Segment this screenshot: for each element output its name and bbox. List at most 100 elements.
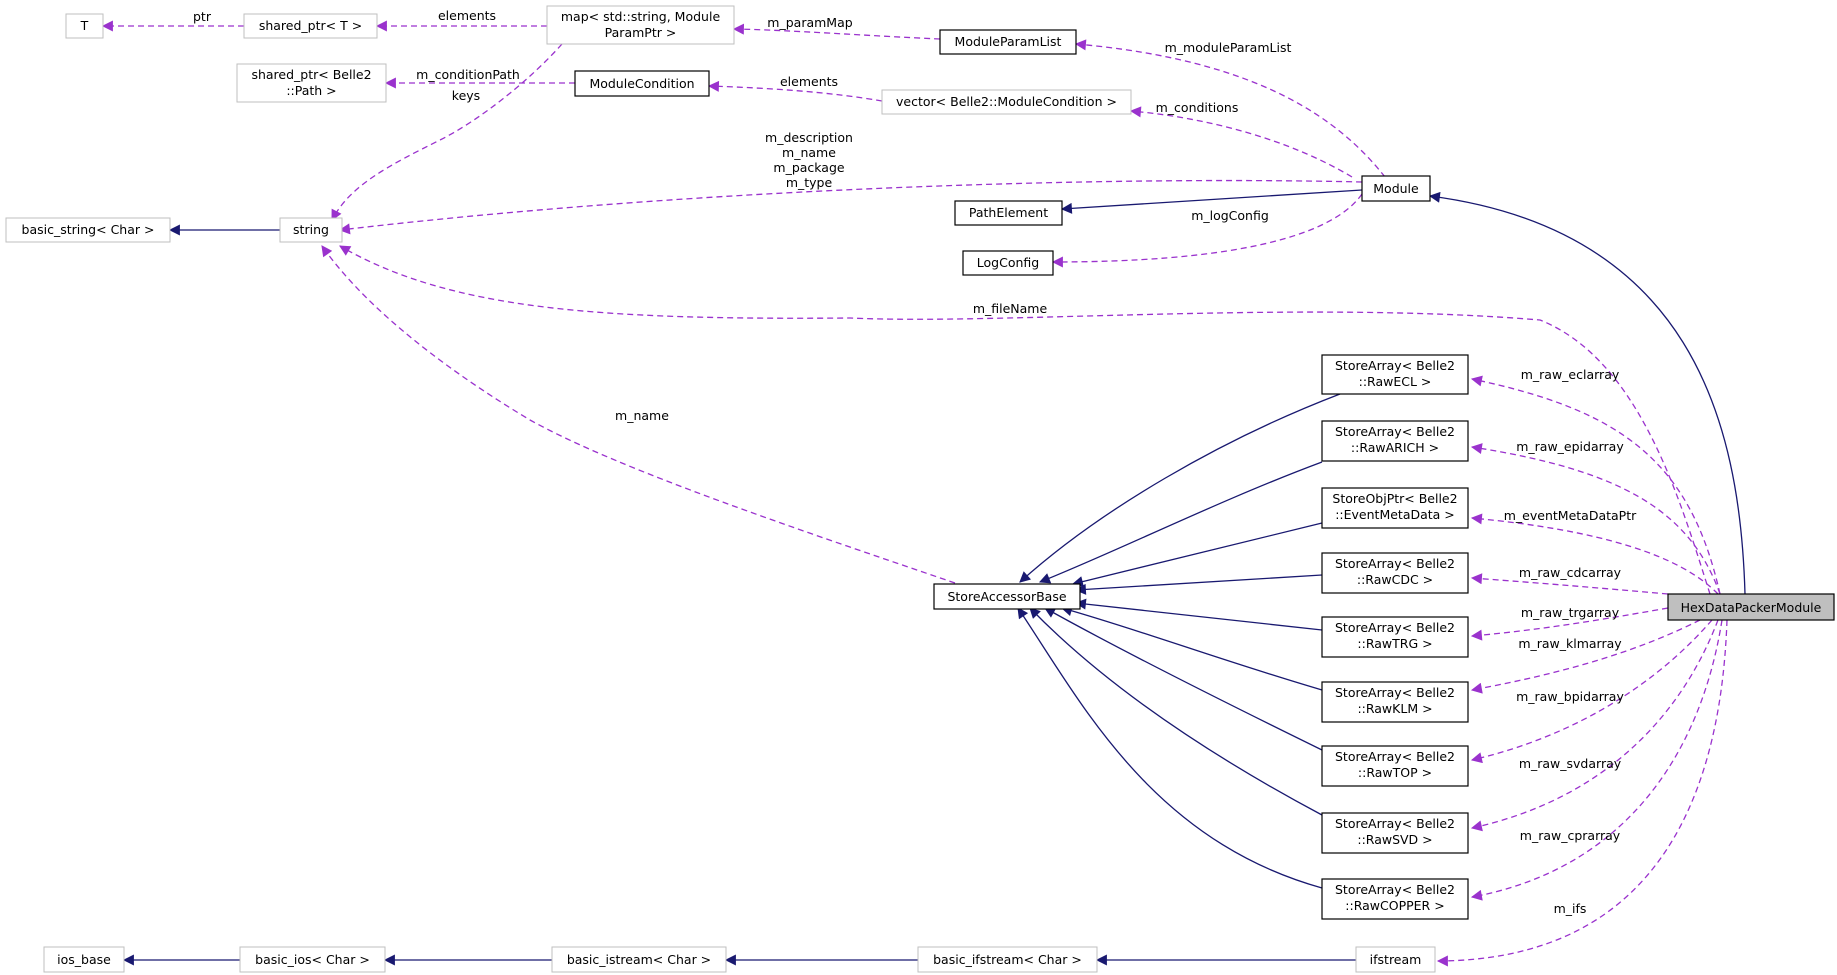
node-rawtop-line1: StoreArray< Belle2	[1335, 749, 1455, 764]
node-hexdatapackermodule-label: HexDataPackerModule	[1681, 600, 1822, 615]
label-m-raw-eclarray: m_raw_eclarray	[1521, 367, 1620, 382]
node-storearray-rawsvd[interactable]: StoreArray< Belle2 ::RawSVD >	[1321, 812, 1469, 854]
node-storearray-rawcdc[interactable]: StoreArray< Belle2 ::RawCDC >	[1321, 552, 1469, 594]
node-T[interactable]: T	[65, 13, 104, 39]
edge-pathelement-module	[1060, 189, 1363, 214]
node-logconfig[interactable]: LogConfig	[962, 250, 1054, 276]
label-keys: keys	[452, 88, 480, 103]
node-ifstream-label: ifstream	[1370, 952, 1422, 967]
label-m-logConfig: m_logConfig	[1191, 208, 1269, 223]
node-rawsvd-line1: StoreArray< Belle2	[1335, 816, 1455, 831]
edge-m-raw-epidarray	[1470, 443, 1721, 595]
label-m-package: m_package	[773, 160, 845, 175]
label-elements-vector: elements	[780, 74, 838, 89]
node-storeaccessorbase[interactable]: StoreAccessorBase	[933, 583, 1081, 610]
label-m-type: m_type	[786, 175, 833, 190]
edge-sab-rawtop	[1044, 607, 1323, 751]
node-module[interactable]: Module	[1361, 175, 1431, 202]
node-eventmeta-line2: ::EventMetaData >	[1335, 507, 1455, 522]
node-rawecl-line1: StoreArray< Belle2	[1335, 358, 1455, 373]
edge-sab-rawcdc	[1074, 574, 1323, 595]
edge-m-raw-eclarray	[1470, 375, 1721, 595]
node-map-label-line1: map< std::string, Module	[561, 9, 721, 24]
node-rawecl-line2: ::RawECL >	[1359, 374, 1432, 389]
edge-keys	[331, 43, 563, 221]
edge-sab-rawarich	[1038, 461, 1323, 584]
edge-m-logConfig	[1051, 193, 1363, 268]
node-vector-modulecondition-label: vector< Belle2::ModuleCondition >	[896, 94, 1117, 109]
node-basic-istream[interactable]: basic_istream< Char >	[551, 946, 727, 973]
node-storearray-rawarich[interactable]: StoreArray< Belle2 ::RawARICH >	[1321, 420, 1469, 462]
edge-m-description	[338, 179, 1363, 235]
node-hexdatapackermodule[interactable]: HexDataPackerModule	[1667, 593, 1835, 621]
node-basic-ifstream[interactable]: basic_ifstream< Char >	[917, 946, 1098, 973]
node-shared-ptr-path[interactable]: shared_ptr< Belle2 ::Path >	[236, 63, 387, 103]
node-rawcopper-line1: StoreArray< Belle2	[1335, 882, 1455, 897]
node-shared-ptr-T[interactable]: shared_ptr< T >	[243, 13, 378, 39]
node-storearray-rawecl[interactable]: StoreArray< Belle2 ::RawECL >	[1321, 354, 1469, 395]
node-rawsvd-line2: ::RawSVD >	[1357, 832, 1432, 847]
node-rawtrg-line2: ::RawTRG >	[1357, 636, 1432, 651]
label-m-description: m_description	[765, 130, 853, 145]
edge-m-conditions	[1129, 106, 1353, 178]
node-rawarich-line2: ::RawARICH >	[1351, 440, 1439, 455]
node-rawcdc-line2: ::RawCDC >	[1357, 572, 1433, 587]
node-string[interactable]: string	[279, 217, 343, 243]
node-logconfig-label: LogConfig	[977, 255, 1039, 270]
label-m-name-module: m_name	[782, 145, 836, 160]
node-modulecondition-label: ModuleCondition	[589, 76, 694, 91]
node-storearray-rawklm[interactable]: StoreArray< Belle2 ::RawKLM >	[1321, 681, 1469, 723]
edge-m-raw-trgarray	[1470, 607, 1669, 641]
edge-sab-eventmeta	[1071, 522, 1323, 587]
edge-m-raw-cprarray	[1470, 619, 1723, 901]
node-basic-istream-label: basic_istream< Char >	[567, 952, 711, 967]
edge-m-raw-svdarray	[1470, 619, 1719, 832]
node-shared-ptr-path-line2: ::Path >	[286, 83, 336, 98]
edge-sab-rawtrg	[1074, 598, 1323, 631]
node-storearray-rawtrg[interactable]: StoreArray< Belle2 ::RawTRG >	[1321, 616, 1469, 658]
edge-module-hexdatapacker	[1428, 191, 1746, 595]
node-string-label: string	[293, 222, 329, 237]
node-rawcopper-line2: ::RawCOPPER >	[1345, 898, 1444, 913]
node-basic-string[interactable]: basic_string< Char >	[5, 217, 171, 243]
node-moduleparamlist[interactable]: ModuleParamList	[939, 29, 1077, 55]
node-eventmeta-line1: StoreObjPtr< Belle2	[1332, 491, 1457, 506]
node-shared-ptr-path-line1: shared_ptr< Belle2	[251, 67, 371, 82]
label-m-eventMetaDataPtr: m_eventMetaDataPtr	[1504, 508, 1637, 523]
node-rawklm-line2: ::RawKLM >	[1357, 701, 1432, 716]
node-basic-ios[interactable]: basic_ios< Char >	[239, 946, 386, 973]
edge-m-raw-klmarray	[1470, 619, 1701, 694]
node-modulecondition[interactable]: ModuleCondition	[574, 70, 710, 97]
node-map-module-param[interactable]: map< std::string, Module ParamPtr >	[546, 5, 735, 45]
node-map-label-line2: ParamPtr >	[605, 25, 677, 40]
label-m-raw-svdarray: m_raw_svdarray	[1519, 756, 1622, 771]
node-pathelement-label: PathElement	[969, 205, 1048, 220]
node-storearray-rawcopper[interactable]: StoreArray< Belle2 ::RawCOPPER >	[1321, 878, 1469, 920]
node-T-label: T	[80, 18, 89, 33]
node-storearray-rawtop[interactable]: StoreArray< Belle2 ::RawTOP >	[1321, 745, 1469, 787]
label-m-raw-cprarray: m_raw_cprarray	[1520, 828, 1621, 843]
edge-m-moduleParamList	[1074, 39, 1386, 178]
label-m-raw-trgarray: m_raw_trgarray	[1521, 605, 1620, 620]
label-elements-map: elements	[438, 8, 496, 23]
label-m-raw-klmarray: m_raw_klmarray	[1518, 636, 1622, 651]
edge-sab-rawecl	[1019, 393, 1341, 583]
node-storeobjptr-eventmetadata[interactable]: StoreObjPtr< Belle2 ::EventMetaData >	[1321, 487, 1469, 529]
node-vector-modulecondition[interactable]: vector< Belle2::ModuleCondition >	[881, 89, 1132, 115]
edge-m-eventMetaDataPtr	[1470, 513, 1719, 595]
label-m-paramMap: m_paramMap	[767, 15, 852, 30]
edge-m-paramMap	[732, 23, 941, 40]
edge-m-fileName	[339, 245, 1711, 595]
edge-m-name-store	[321, 245, 956, 584]
node-pathelement[interactable]: PathElement	[954, 200, 1063, 226]
label-ptr: ptr	[193, 9, 212, 24]
label-m-conditions: m_conditions	[1156, 100, 1239, 115]
edge-sab-rawklm	[1060, 605, 1323, 691]
node-rawtrg-line1: StoreArray< Belle2	[1335, 620, 1455, 635]
node-rawtop-line2: ::RawTOP >	[1358, 765, 1432, 780]
node-ios-base[interactable]: ios_base	[43, 946, 125, 973]
node-ifstream[interactable]: ifstream	[1355, 946, 1436, 973]
node-storeaccessorbase-label: StoreAccessorBase	[947, 589, 1066, 604]
edge-sab-rawcopper	[1017, 607, 1323, 889]
